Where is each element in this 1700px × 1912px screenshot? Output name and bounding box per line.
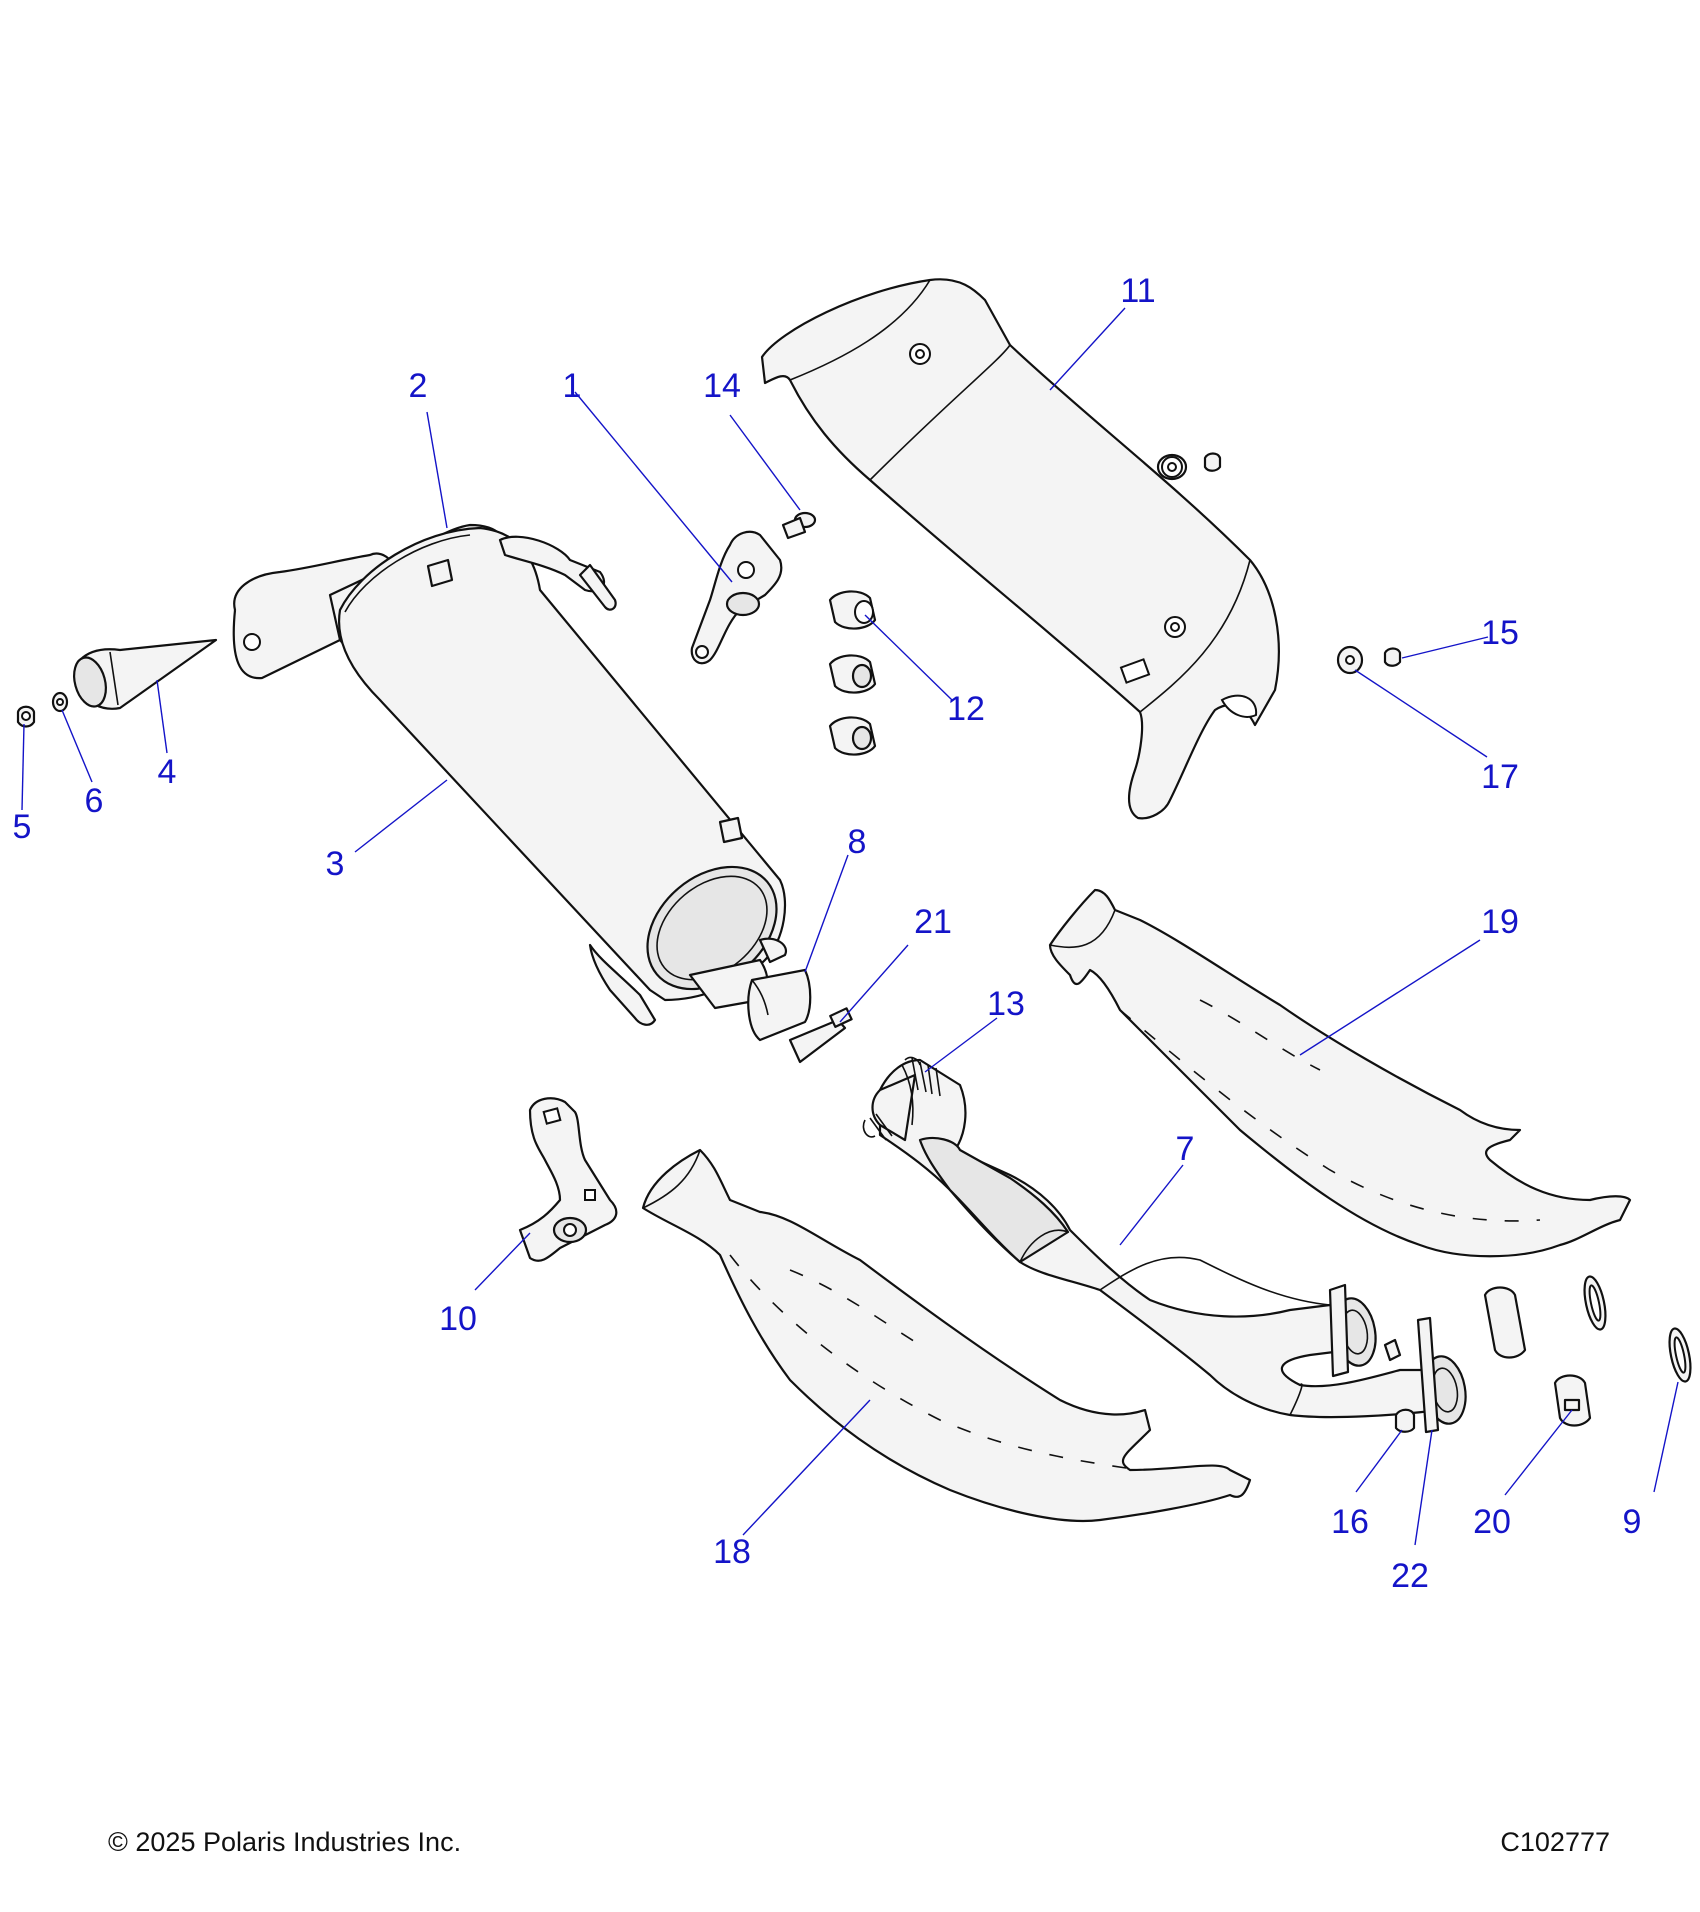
part-11-heat-shield[interactable] xyxy=(760,278,1280,820)
callout-21: 21 xyxy=(914,903,952,941)
copyright-notice: © 2025 Polaris Industries Inc. xyxy=(108,1827,462,1857)
part-14-bolt[interactable] xyxy=(781,511,817,540)
part-9-gaskets[interactable] xyxy=(1581,1275,1695,1384)
callout-5: 5 xyxy=(13,808,32,846)
callout-9: 9 xyxy=(1623,1503,1642,1541)
part-10-bracket[interactable] xyxy=(518,1097,618,1262)
callout-13: 13 xyxy=(987,985,1025,1023)
drawing-number: C102777 xyxy=(1500,1827,1610,1857)
part-1-bracket[interactable] xyxy=(690,530,783,665)
callout-19: 19 xyxy=(1481,903,1519,941)
part-3-muffler[interactable] xyxy=(232,523,801,1026)
part-22-flange[interactable] xyxy=(1416,1316,1440,1434)
callout-3: 3 xyxy=(326,845,345,883)
callout-16: 16 xyxy=(1331,1503,1369,1541)
part-15-screw[interactable] xyxy=(1383,647,1402,667)
shield-fastener[interactable] xyxy=(1156,452,1222,481)
callout-8: 8 xyxy=(848,823,867,861)
callout-1: 1 xyxy=(563,367,582,405)
part-21-spring[interactable] xyxy=(788,1007,853,1064)
part-13-springs[interactable] xyxy=(862,1056,941,1141)
callout-12: 12 xyxy=(947,690,985,728)
callout-7: 7 xyxy=(1176,1130,1195,1168)
callout-18: 18 xyxy=(713,1533,751,1571)
callout-labels: 1 2 3 4 5 6 7 8 9 10 11 12 13 14 15 16 1… xyxy=(13,272,1642,1595)
part-16-nut[interactable] xyxy=(1394,1408,1416,1433)
callout-15: 15 xyxy=(1481,614,1519,652)
part-19-heat-shield[interactable] xyxy=(1048,888,1632,1258)
part-6-washer[interactable] xyxy=(51,691,69,713)
callout-17: 17 xyxy=(1481,758,1519,796)
callout-11: 11 xyxy=(1120,272,1155,310)
callout-10: 10 xyxy=(439,1300,477,1338)
part-12-grommets[interactable] xyxy=(828,590,877,756)
callout-20: 20 xyxy=(1473,1503,1511,1541)
part-20-clamps[interactable] xyxy=(1483,1286,1592,1427)
callout-14: 14 xyxy=(703,367,741,405)
leader-lines xyxy=(21,307,1679,1546)
part-18-heat-shield[interactable] xyxy=(641,1148,1252,1523)
callout-2: 2 xyxy=(409,367,428,405)
part-8-sleeve[interactable] xyxy=(747,968,812,1042)
part-4-tip-cone[interactable] xyxy=(69,638,218,710)
callout-6: 6 xyxy=(85,782,104,820)
part-17-washer[interactable] xyxy=(1336,645,1364,675)
part-5-screw[interactable] xyxy=(16,705,36,728)
callout-22: 22 xyxy=(1391,1557,1429,1595)
callout-4: 4 xyxy=(158,753,177,791)
